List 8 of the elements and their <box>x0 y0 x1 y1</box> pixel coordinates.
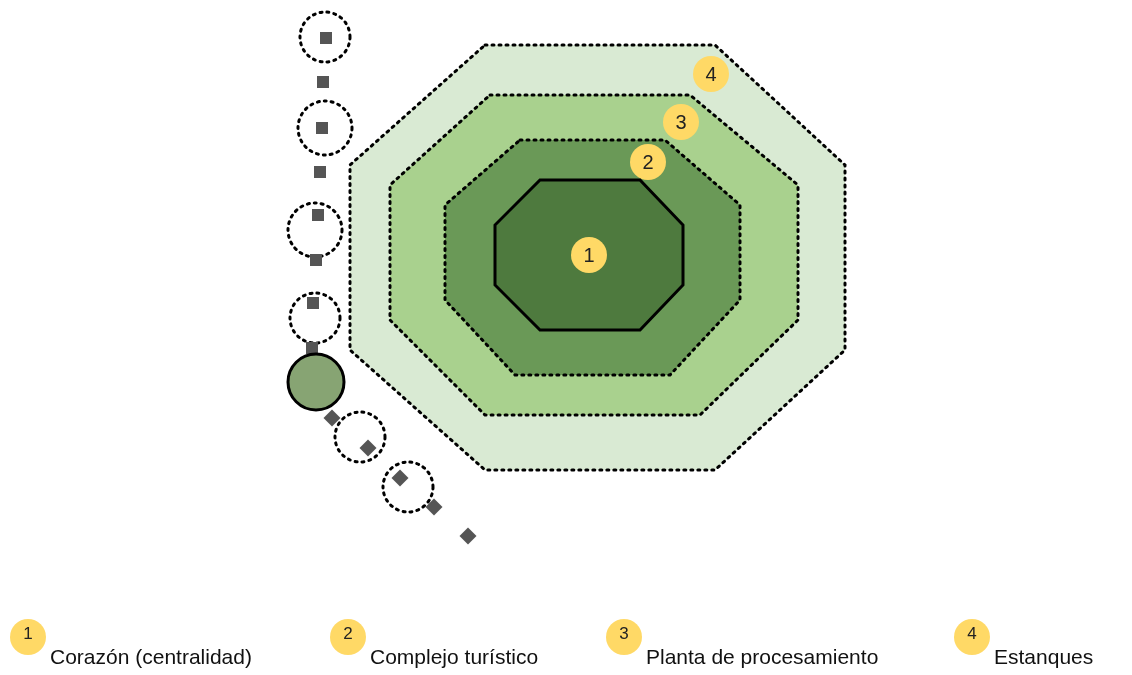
legend-label: Complejo turístico <box>370 645 539 669</box>
legend-number: 4 <box>954 619 990 655</box>
legend-label: Estanques <box>994 645 1094 669</box>
legend-number: 1 <box>10 619 46 655</box>
legend-label: Corazón (centralidad) <box>50 645 252 669</box>
legend-number: 3 <box>606 619 642 655</box>
legend-label: Planta de procesamiento <box>646 645 879 669</box>
legend-number: 2 <box>330 619 366 655</box>
